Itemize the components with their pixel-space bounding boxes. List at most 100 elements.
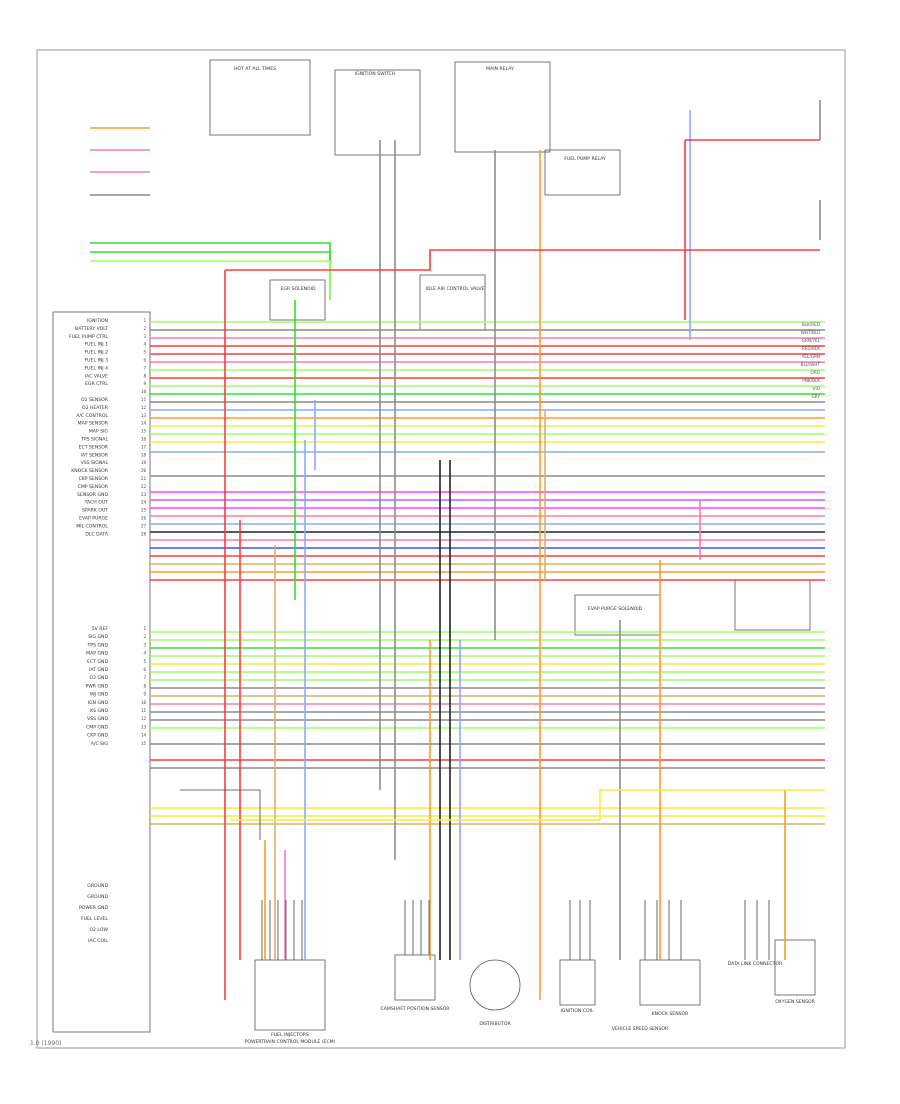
ecm-pin-number: 8 [143,373,146,378]
diagram-frame [36,49,846,1049]
ecm-pin-number: 12 [141,716,147,721]
relay-box-center-right [574,594,661,636]
ecm-pin-label: FUEL LEVEL [81,916,108,922]
ecm-pin-number: 1 [143,318,146,323]
ecm-pin-number: 7 [143,365,146,370]
ecm-pin-label: EGR CTRL [85,381,108,387]
ecm-pin-label: IGN GND [88,700,109,706]
ecm-pin-label: CKP SENSOR [79,476,109,482]
knock-sensor-box [639,959,701,1006]
component-label: VEHICLE SPEED SENSOR [612,1026,669,1032]
ecm-pin-label: 5V REF [92,626,109,632]
fuse-box-top-center [454,61,551,153]
ecm-pin-number: 11 [141,397,147,402]
ecm-pin-label: A/C SIG [91,741,109,747]
ecm-pin-number: 25 [141,508,147,513]
ecm-pin-label: O2 SENSOR [81,397,109,403]
ecm-pin-number: 15 [141,741,147,746]
ecm-pin-number: 15 [141,429,147,434]
ecm-pin-number: 13 [141,724,147,729]
component-label: FUEL PUMP RELAY [564,156,606,162]
ecm-pin-label: KS GND [90,708,108,714]
ecm-pin-label: CMP GND [86,724,108,730]
ecm-pin-number: 20 [141,468,147,473]
ecm-pin-label: IAT GND [89,667,108,673]
ecm-pin-number: 8 [143,683,146,688]
ecm-pin-number: 17 [141,444,147,449]
ecm-pin-label: GROUND [87,894,108,900]
yellow-bus [230,789,825,821]
ecm-pin-number: 9 [143,692,146,697]
component-label: KNOCK SENSOR [652,1011,690,1017]
ecm-pin-number: 10 [141,389,147,394]
component-label: FUEL INJECTORS [271,1032,309,1038]
ecm-pin-label: INJ GND [90,692,109,698]
ecm-pin-label: MAP SENSOR [78,421,109,427]
ecm-pin-number: 27 [141,523,147,528]
ecm-pin-label: POWER GND [79,905,108,911]
ecm-pin-label: MIL CONTROL [76,523,108,529]
ecm-pin-number: 28 [141,531,147,536]
component-label: POWERTRAIN CONTROL MODULE (ECM) [245,1039,336,1045]
wire-code: GRN/YEL [802,338,821,343]
camshaft-sensor-box [394,954,436,1001]
ecm-pin-label: IAT SENSOR [81,452,109,458]
ecm-pin-label: SENSOR GND [77,492,108,498]
wire-code: ORG [811,370,820,375]
ecm-pin-number: 10 [141,700,147,705]
ecm-pin-number: 7 [143,675,146,680]
ecm-pin-number: 23 [141,492,147,497]
component-label: CAMSHAFT POSITION SENSOR [381,1006,451,1012]
component-label: DISTRIBUTOR [479,1021,511,1027]
component-label: IGNITION SWITCH [355,71,395,77]
ecm-pin-label: MAP SIG [89,429,109,435]
wire-code: WHT/BLU [801,330,820,335]
distributor-shape [469,959,521,1011]
wire-code: RED/BLK [802,346,820,351]
ecm-pin-number: 16 [141,437,147,442]
ecm-pin-label: O2 HEATER [82,405,109,411]
ecm-pin-label: O2 GND [89,675,108,681]
wire-code: YEL/GRN [801,354,820,359]
relay-box-center-left [269,279,326,321]
feed-wire [90,251,331,300]
ecm-pin-label: MAP GND [86,651,108,657]
ecm-pin-label: FUEL INJ 3 [85,358,109,364]
injector-block-box [254,959,326,1031]
component-label: OXYGEN SENSOR [775,999,815,1005]
ecm-pin-label: FUEL INJ 2 [85,350,109,356]
connector-box-right [734,579,811,631]
ecm-pin-number: 3 [143,642,146,647]
ecm-pin-label: EVAP PURGE [79,516,108,522]
component-label: MAIN RELAY [486,66,514,72]
ecm-pin-number: 4 [143,651,146,656]
ecm-pin-number: 6 [143,358,146,363]
fuse-block-top-left [209,59,311,136]
top-feed-red [225,249,820,271]
coil-box [559,959,596,1006]
ecm-pin-label: BATTERY VOLT [75,326,108,332]
ecm-pin-number: 13 [141,413,147,418]
wire-code: PNK/BLK [802,378,820,383]
ecm-pin-number: 21 [141,476,147,481]
ecm-pin-label: ECT GND [87,659,108,665]
wire-code: VIO [813,386,821,391]
wire-code: GRY [812,394,821,399]
ecm-pin-number: 1 [143,626,146,631]
ecm-pin-label: SPARK OUT [82,508,108,514]
o2-sensor-box [774,939,816,996]
ecm-pin-label: CMP SENSOR [78,484,109,490]
component-label: EVAP PURGE SOLENOID [588,606,643,612]
ecm-pin-label: KNOCK SENSOR [71,468,109,474]
ecm-pin-label: PWR GND [86,683,109,689]
component-label: EGR SOLENOID [280,286,316,292]
ecm-pin-number: 24 [141,500,147,505]
wire-layer [90,100,825,1000]
ecm-pin-label: A/C CONTROL [76,413,108,419]
ecm-pin-label: O2 LOW [89,927,108,933]
wire-code: BLK/RED [802,322,820,327]
page-identifier: 1.0 (1990) [30,1040,62,1047]
